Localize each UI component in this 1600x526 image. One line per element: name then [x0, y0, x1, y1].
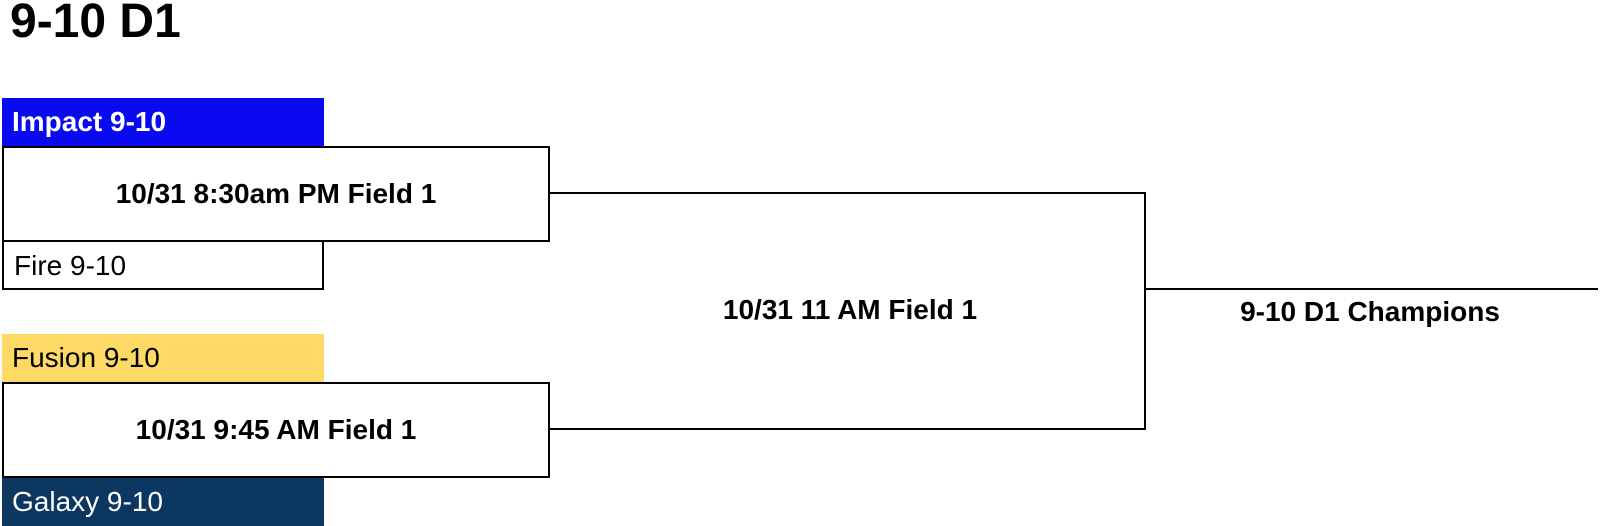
- page-title: 9-10 D1: [10, 0, 181, 48]
- match-1-connector: [2, 146, 550, 242]
- match-2-game-label: 10/31 9:45 AM Field 1: [135, 414, 417, 445]
- match-2-connector: [2, 382, 550, 478]
- champion-line: [1146, 288, 1598, 290]
- team-slot-impact: Impact 9-10: [2, 98, 324, 146]
- bracket: Impact 9-10 10/31 8:30am PM Field 1 Fire…: [2, 98, 1598, 526]
- match-1-game-label: 10/31 8:30am PM Field 1: [115, 178, 437, 209]
- team-slot-galaxy: Galaxy 9-10: [2, 478, 324, 526]
- team-slot-fusion: Fusion 9-10: [2, 334, 324, 382]
- match-2-winner-line: [550, 428, 1146, 430]
- champion-label: 9-10 D1 Champions: [1240, 296, 1500, 327]
- final-vertical-line: [1144, 192, 1146, 430]
- team-slot-fire: Fire 9-10: [2, 242, 324, 290]
- final-game-label: 10/31 11 AM Field 1: [722, 294, 978, 325]
- match-1-winner-line: [550, 192, 1146, 194]
